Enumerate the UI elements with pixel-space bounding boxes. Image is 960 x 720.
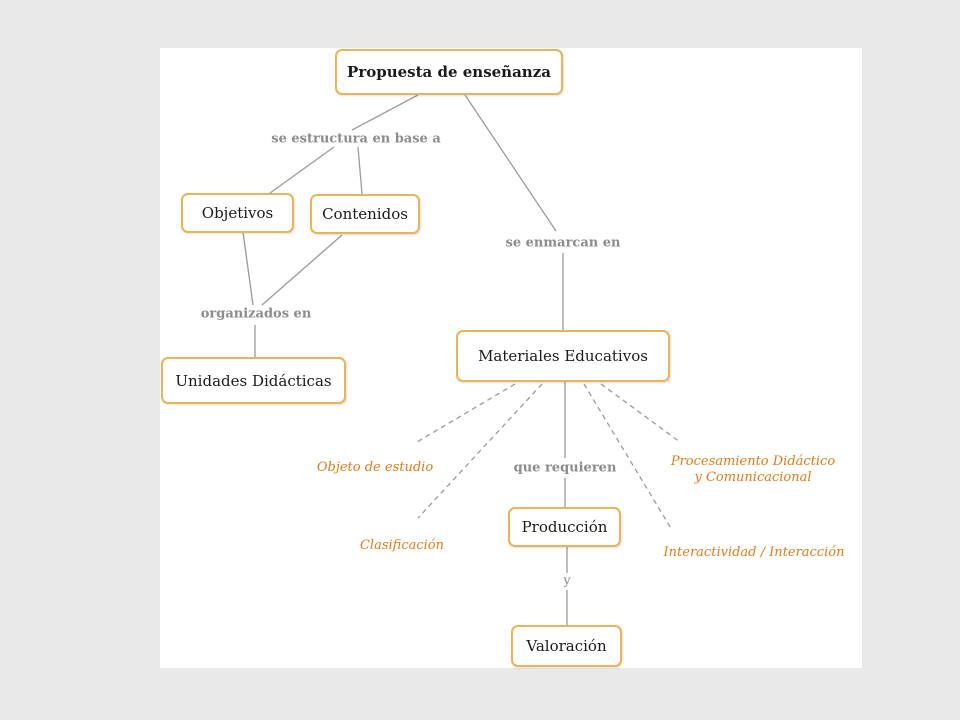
link-se-enmarcan-en: se enmarcan en (503, 235, 623, 251)
aspect-interactividad-interaccion: Interactividad / Interacción (663, 545, 845, 560)
node-objetivos[interactable]: Objetivos (181, 193, 294, 233)
aspect-procesamiento-line-1: Procesamiento Didáctico (670, 454, 836, 469)
edge-materiales-objeto (416, 383, 516, 443)
link-organizados-en: organizados en (198, 306, 314, 322)
aspect-clasificacion: Clasificación (359, 538, 445, 553)
node-valoracion[interactable]: Valoración (511, 625, 622, 667)
node-contenidos[interactable]: Contenidos (310, 194, 420, 234)
node-produccion[interactable]: Producción (508, 507, 621, 547)
edge-estructura-contenidos (357, 146, 363, 195)
link-se-estructura-en-base-a: se estructura en base a (269, 131, 443, 147)
edge-estructura-objetivos (269, 146, 335, 194)
node-materiales-educativos[interactable]: Materiales Educativos (456, 330, 670, 382)
edge-propuesta-enmarcan (464, 94, 557, 232)
aspect-procesamiento-didactico: Procesamiento Didáctico y Comunicacional (671, 454, 835, 486)
edge-contenidos-organizados (261, 234, 343, 306)
edge-objetivos-organizados (242, 231, 254, 306)
edge-propuesta-estructura (351, 94, 419, 131)
edge-materiales-interactividad (583, 383, 673, 531)
aspect-procesamiento-line-2: y Comunicacional (694, 470, 812, 485)
aspect-objeto-de-estudio: Objeto de estudio (316, 460, 434, 475)
edge-materiales-clasificacion (417, 383, 543, 519)
edge-materiales-procesamiento (600, 383, 681, 443)
node-propuesta-de-ensenanza[interactable]: Propuesta de enseñanza (335, 49, 563, 95)
link-que-requieren: que requieren (511, 460, 619, 476)
node-unidades-didacticas[interactable]: Unidades Didácticas (161, 357, 346, 404)
link-y: y (561, 573, 573, 589)
